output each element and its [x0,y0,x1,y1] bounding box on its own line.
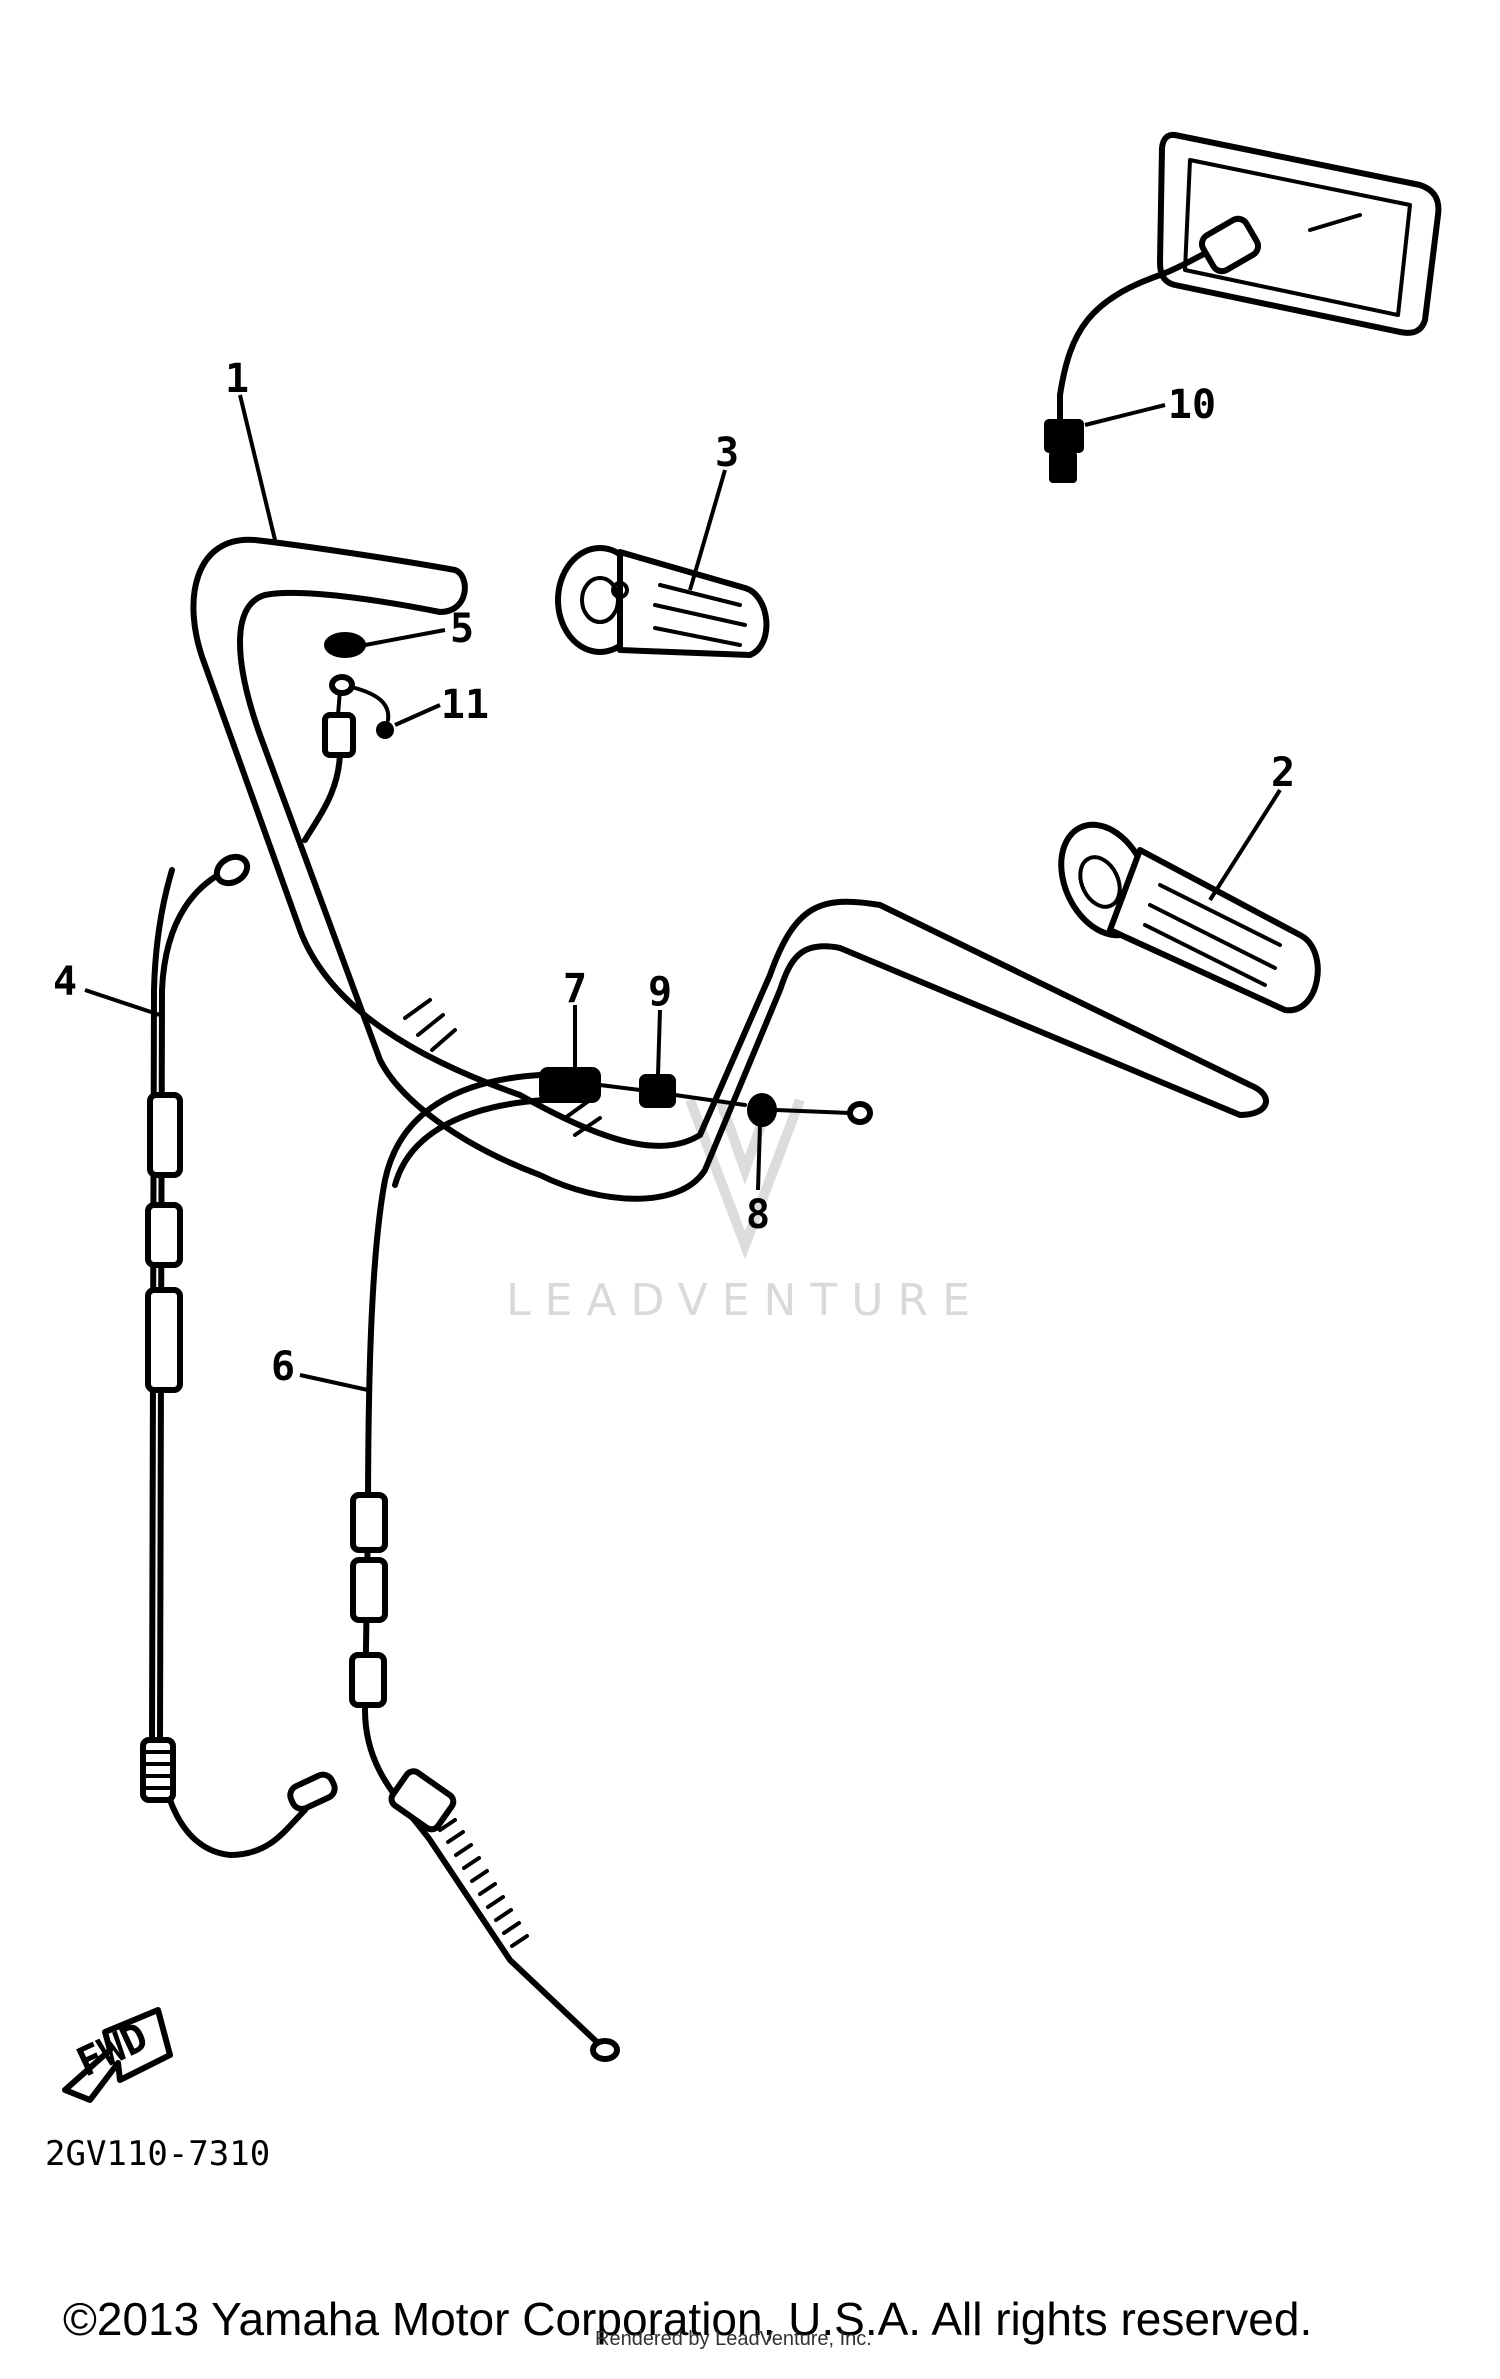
callout-7: 7 [563,966,587,1012]
leader-2 [1208,788,1282,902]
grip-right [1058,821,1321,1014]
leader-6 [299,1373,369,1392]
rear-view-mirror [1044,131,1442,483]
fwd-arrow-icon [62,2007,173,2103]
watermark: LEADVENTURE [506,1098,984,1326]
watermark-text: LEADVENTURE [506,1275,984,1326]
leader-10 [1084,403,1166,427]
callout-4: 4 [53,959,77,1005]
leader-4 [84,988,161,1017]
leader-9 [656,1009,662,1076]
callout-6: 6 [271,1344,295,1390]
rendered-by: Rendered by LeadVenture, Inc. [595,2328,872,2350]
callout-11: 11 [441,682,489,728]
throttle-cable [349,1072,620,2062]
cable-adjuster [539,1067,642,1103]
pin [353,686,394,739]
leader-8 [756,1124,762,1191]
callout-1: 1 [225,356,249,402]
clutch-cable [140,688,356,1858]
copyright-notice: ©2013 Yamaha Motor Corporation, U.S.A. A… [63,2293,1312,2345]
callout-9: 9 [648,969,672,1015]
leader-1 [238,394,277,541]
callout-10: 10 [1168,382,1216,428]
callout-3: 3 [715,430,739,476]
diagram-code: 2GV110-7310 [45,2134,270,2174]
callouts: 1 2 3 4 5 6 7 8 9 10 11 [53,356,1295,1390]
leader-lines [84,394,1282,1392]
washer [747,1093,873,1127]
clutch-holder [324,632,366,696]
callout-5: 5 [450,606,474,652]
fwd-arrow: FWD [62,2007,173,2103]
leader-11 [394,703,441,727]
callout-2: 2 [1271,750,1295,796]
locknut [639,1074,747,1108]
leader-5 [364,628,446,647]
leader-3 [688,469,727,591]
grip-left [555,545,770,658]
callout-8: 8 [746,1192,770,1238]
